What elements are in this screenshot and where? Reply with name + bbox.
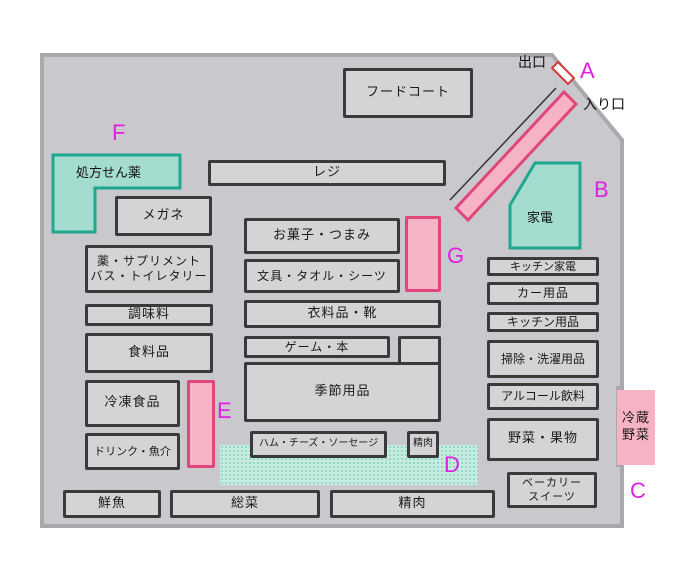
section-meat[interactable]: 精肉 <box>330 490 495 518</box>
section-snacks[interactable]: お菓子・つまみ <box>244 218 400 254</box>
section-frozen[interactable]: 冷凍食品 <box>85 380 180 427</box>
section-fresh-fish[interactable]: 鮮魚 <box>63 490 161 518</box>
section-ham-cheese[interactable]: ハム・チーズ・ソーセージ <box>250 431 387 458</box>
zone-label-b: B <box>594 177 609 202</box>
section-appliances-shape <box>508 161 582 250</box>
section-appliances[interactable]: 家電 <box>527 211 554 226</box>
section-medicine[interactable]: 薬・サプリメント バス・トイレタリー <box>85 245 213 293</box>
zone-g-shelf <box>405 216 441 292</box>
zone-label-d: D <box>444 452 460 477</box>
section-pharmacy[interactable]: 処方せん薬 <box>76 166 142 181</box>
section-pharmacy-shape <box>51 153 182 234</box>
entrance-label: 入り口 <box>583 97 625 113</box>
section-drinks-fish[interactable]: ドリンク・魚介 <box>85 433 180 470</box>
section-medicine-line1: 薬・サプリメント <box>96 254 201 268</box>
zone-a-corridor <box>453 89 579 223</box>
section-medicine-line2: バス・トイレタリー <box>90 269 208 283</box>
section-meat-small[interactable]: 精肉 <box>407 431 439 458</box>
section-bakery[interactable]: ベーカリー スイーツ <box>507 472 597 508</box>
section-register[interactable]: レジ <box>208 160 446 186</box>
section-chilled-veg-line1: 冷蔵 <box>621 411 650 427</box>
section-kitchen-goods[interactable]: キッチン用品 <box>487 312 599 332</box>
section-clothing[interactable]: 衣料品・靴 <box>244 300 441 328</box>
exit-door <box>550 60 576 86</box>
section-food-court[interactable]: フードコート <box>343 68 473 118</box>
section-stationery[interactable]: 文具・タオル・シーツ <box>244 259 400 293</box>
section-chilled-veg-line2: 野菜 <box>621 427 650 443</box>
entrance-divider-line <box>449 87 557 201</box>
zone-label-a: A <box>580 58 595 83</box>
section-cleaning[interactable]: 掃除・洗濯用品 <box>487 340 599 378</box>
section-bakery-line2: スイーツ <box>528 490 576 503</box>
section-produce[interactable]: 野菜・果物 <box>487 418 599 461</box>
section-alcohol[interactable]: アルコール飲料 <box>487 383 599 410</box>
section-car-goods[interactable]: カー用品 <box>487 282 599 305</box>
zone-label-g: G <box>447 243 465 268</box>
exit-label: 出口 <box>518 55 546 71</box>
zone-e-shelf <box>187 380 215 468</box>
zone-label-f: F <box>112 120 126 145</box>
section-games-books[interactable]: ゲーム・本 <box>244 336 390 358</box>
section-seasonal[interactable]: 季節用品 <box>244 362 441 422</box>
zone-label-e: E <box>217 398 232 423</box>
section-deli[interactable]: 総菜 <box>170 490 320 518</box>
section-bakery-line1: ベーカリー <box>522 476 582 490</box>
section-glasses[interactable]: メガネ <box>115 196 212 236</box>
section-kitchen-appliances[interactable]: キッチン家電 <box>487 257 599 276</box>
section-chilled-veg[interactable]: 冷蔵 野菜 <box>617 390 655 465</box>
section-seasoning[interactable]: 調味料 <box>85 304 213 326</box>
zone-label-c: C <box>630 478 646 503</box>
section-groceries[interactable]: 食料品 <box>85 333 213 373</box>
